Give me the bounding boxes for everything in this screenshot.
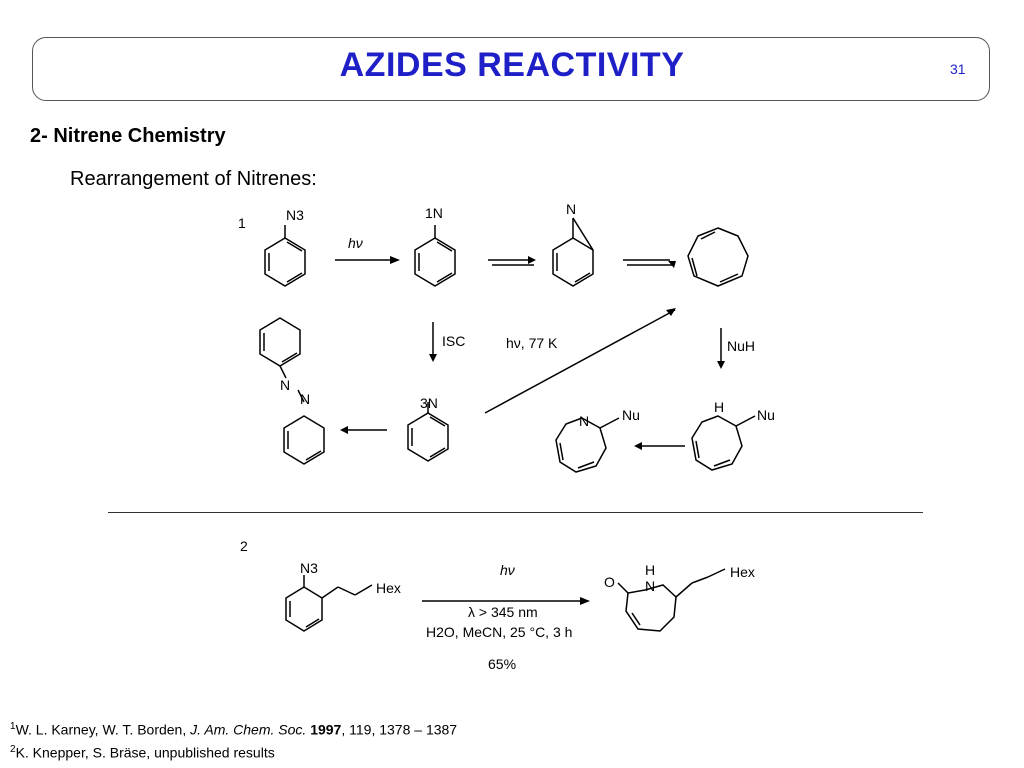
reference-1: 1W. L. Karney, W. T. Borden, J. Am. Chem… <box>10 721 458 738</box>
reference-2: 2K. Knepper, S. Bräse, unpublished resul… <box>10 743 275 761</box>
triplet-nitrene-label: 3N <box>420 395 438 411</box>
1h-azepine-h-label: H <box>714 399 724 415</box>
1h-azepine-ring <box>691 415 756 471</box>
nu-label-1: Nu <box>622 407 640 423</box>
condition-hv: hν <box>500 562 515 578</box>
benzazirine <box>552 217 594 287</box>
references: 1W. L. Karney, W. T. Borden, J. Am. Chem… <box>10 717 457 762</box>
nuh-label: NuH <box>727 338 755 354</box>
styryl-azide <box>285 575 373 632</box>
azide-label: N3 <box>286 207 304 223</box>
3h-azepine-ring <box>555 417 620 473</box>
title-box <box>32 37 990 101</box>
singlet-nitrene-ring <box>414 225 456 287</box>
yield-label: 65% <box>488 656 516 672</box>
singlet-nitrene-label: 1N <box>425 205 443 221</box>
slide-title: AZIDES REACTIVITY <box>339 46 685 84</box>
scheme-1-label: 1 <box>238 215 246 231</box>
product-h-label: H <box>645 562 655 578</box>
scheme-2-azide-label: N3 <box>300 560 318 576</box>
isc-label: ISC <box>442 333 465 349</box>
triplet-nitrene-ring <box>407 402 449 462</box>
azo-n2-label: N <box>300 391 310 407</box>
azo-n1-label: N <box>280 377 290 393</box>
condition-solvent: H2O, MeCN, 25 °C, 3 h <box>426 624 572 640</box>
dehydroazepine-ring <box>687 227 749 287</box>
photolysis-label: hν <box>348 235 363 251</box>
hex-label: Hex <box>376 580 401 596</box>
azobenzene <box>259 317 325 465</box>
azirine-n-label: N <box>566 201 576 217</box>
azepinone-product <box>617 568 726 632</box>
section-heading: 2- Nitrene Chemistry <box>30 125 226 147</box>
product-hex-label: Hex <box>730 564 755 580</box>
scheme-1: 1 N3 hν 1N N ISC hν, 77 K NuH 3N N N N N… <box>238 201 775 473</box>
product-n-label: N <box>645 578 655 594</box>
3h-azepine-n-label: N <box>579 413 589 429</box>
subheading: Rearrangement of Nitrenes: <box>70 168 317 190</box>
scheme-2-label: 2 <box>240 538 248 554</box>
page-number: 31 <box>950 61 966 77</box>
scheme-2: 2 N3 Hex hν λ > 345 nm H2O, MeCN, 25 °C,… <box>240 538 755 672</box>
hv-77k-label: hν, 77 K <box>506 335 558 351</box>
phenyl-azide-ring <box>264 225 306 287</box>
divider-line <box>108 512 923 513</box>
nu-label-2: Nu <box>757 407 775 423</box>
product-o-label: O <box>604 574 615 590</box>
condition-wavelength: λ > 345 nm <box>468 604 538 620</box>
